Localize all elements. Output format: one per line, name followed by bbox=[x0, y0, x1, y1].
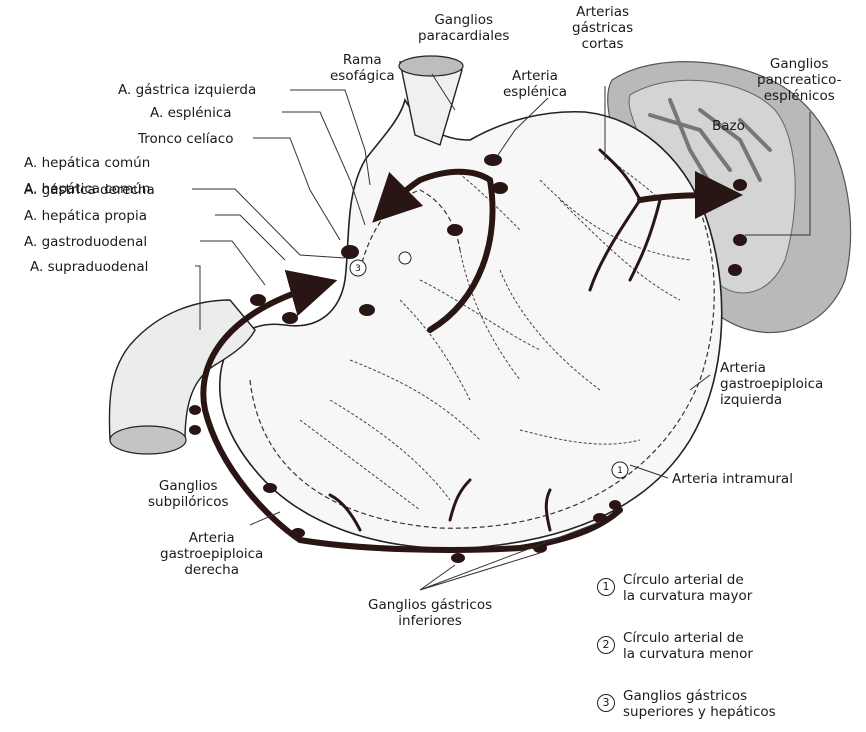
label-a-gastrica-derecha: A. gástrica derecha bbox=[24, 182, 155, 198]
label-a-esplenica: A. esplénica bbox=[150, 105, 232, 121]
label-a-hepatica-propia: A. hepática propia bbox=[24, 208, 147, 224]
label-a-gastrica-izquierda: A. gástrica izquierda bbox=[118, 82, 256, 98]
label-a-hepatica-comun-top: A. hepática común bbox=[24, 155, 150, 171]
label-arteria-intramural: Arteria intramural bbox=[672, 471, 793, 487]
label-tronco-celiaco: Tronco celíaco bbox=[138, 131, 234, 147]
legend-number: 2 bbox=[597, 636, 615, 654]
diagram-marker-1: 1 bbox=[617, 466, 623, 476]
legend-number: 3 bbox=[597, 694, 615, 712]
legend-number: 1 bbox=[597, 578, 615, 596]
label-bazo: Bazo bbox=[712, 118, 745, 134]
diagram-marker-3: 3 bbox=[355, 264, 361, 274]
label-a-supraduodenal: A. supraduodenal bbox=[30, 259, 148, 275]
esophagus-opening bbox=[399, 56, 463, 76]
label-a-gastroduodenal: A. gastroduodenal bbox=[24, 234, 147, 250]
duodenum-opening bbox=[110, 426, 186, 454]
